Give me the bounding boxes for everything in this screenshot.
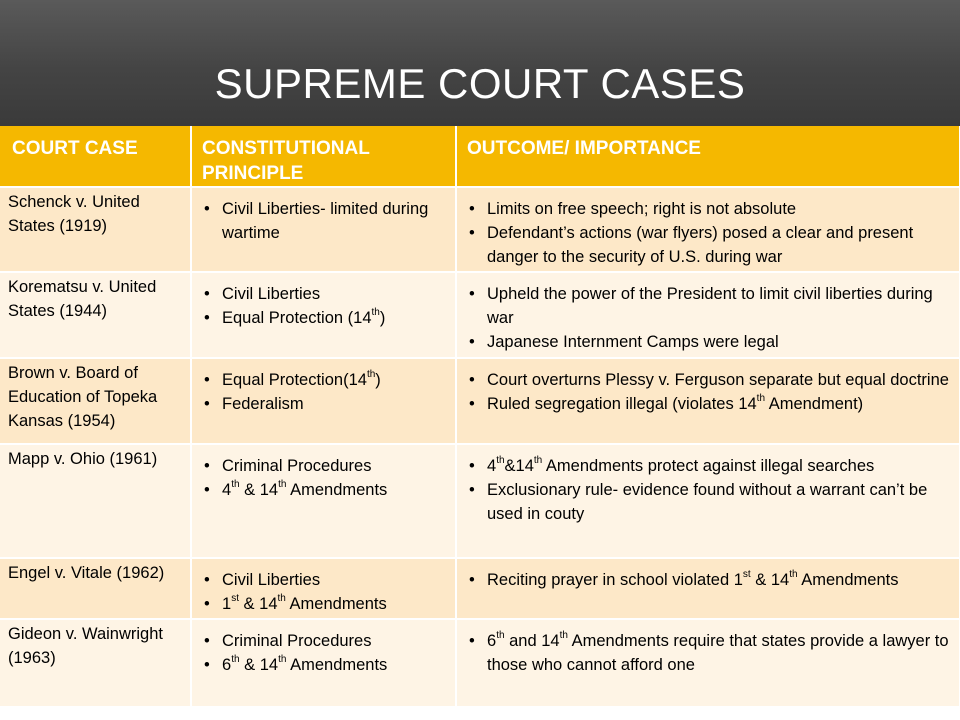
principle-list: Criminal Procedures4th & 14th Amendments	[200, 454, 447, 502]
outcome-list: Limits on free speech; right is not abso…	[465, 197, 951, 269]
table-row: Brown v. Board of Education of Topeka Ka…	[0, 358, 960, 445]
principle-cell: Equal Protection(14th)Federalism	[191, 358, 457, 445]
principle-list: Equal Protection(14th)Federalism	[200, 368, 447, 416]
list-item: 1st & 14th Amendments	[204, 592, 447, 616]
list-item: 6th & 14th Amendments	[204, 653, 447, 677]
principle-cell: Criminal Procedures4th & 14th Amendments	[191, 444, 457, 559]
list-item: Equal Protection (14th)	[204, 306, 447, 330]
court-cases-table: COURT CASE CONSTITUTIONAL PRINCIPLE OUTC…	[0, 126, 960, 708]
header-outcome-importance: OUTCOME/ IMPORTANCE	[456, 126, 960, 188]
outcome-list: Reciting prayer in school violated 1st &…	[465, 568, 951, 592]
outcome-list: Court overturns Plessy v. Ferguson separ…	[465, 368, 951, 416]
principle-list: Civil LibertiesEqual Protection (14th)	[200, 282, 447, 330]
principle-list: Civil Liberties- limited during wartime	[200, 197, 447, 245]
principle-cell: Civil LibertiesEqual Protection (14th)	[191, 272, 457, 359]
header-constitutional-principle: CONSTITUTIONAL PRINCIPLE	[191, 126, 457, 188]
header-court-case: COURT CASE	[0, 126, 192, 188]
principle-cell: Criminal Procedures6th & 14th Amendments	[191, 619, 457, 708]
list-item: Equal Protection(14th)	[204, 368, 447, 392]
principle-cell: Civil Liberties1st & 14th Amendments	[191, 558, 457, 620]
case-cell: Korematsu v. United States (1944)	[0, 272, 192, 359]
table-row: Korematsu v. United States (1944) Civil …	[0, 272, 960, 359]
list-item: Criminal Procedures	[204, 454, 447, 478]
outcome-list: 4th&14th Amendments protect against ille…	[465, 454, 951, 526]
list-item: Criminal Procedures	[204, 629, 447, 653]
table-row: Gideon v. Wainwright (1963) Criminal Pro…	[0, 619, 960, 708]
list-item: Civil Liberties- limited during wartime	[204, 197, 447, 245]
principle-cell: Civil Liberties- limited during wartime	[191, 187, 457, 273]
list-item: Court overturns Plessy v. Ferguson separ…	[469, 368, 951, 392]
slide-title: SUPREME COURT CASES	[214, 60, 746, 107]
case-cell: Gideon v. Wainwright (1963)	[0, 619, 192, 708]
table-row: Engel v. Vitale (1962) Civil Liberties1s…	[0, 558, 960, 620]
outcome-cell: 6th and 14th Amendments require that sta…	[456, 619, 960, 708]
list-item: Japanese Internment Camps were legal	[469, 330, 951, 354]
principle-list: Civil Liberties1st & 14th Amendments	[200, 568, 447, 616]
list-item: Exclusionary rule- evidence found withou…	[469, 478, 951, 526]
case-cell: Brown v. Board of Education of Topeka Ka…	[0, 358, 192, 445]
table-row: Mapp v. Ohio (1961) Criminal Procedures4…	[0, 444, 960, 559]
title-bar: SUPREME COURT CASES	[0, 0, 960, 126]
list-item: 6th and 14th Amendments require that sta…	[469, 629, 951, 677]
case-cell: Mapp v. Ohio (1961)	[0, 444, 192, 559]
list-item: Civil Liberties	[204, 568, 447, 592]
list-item: Limits on free speech; right is not abso…	[469, 197, 951, 221]
outcome-list: Upheld the power of the President to lim…	[465, 282, 951, 354]
list-item: 4th & 14th Amendments	[204, 478, 447, 502]
table-header-row: COURT CASE CONSTITUTIONAL PRINCIPLE OUTC…	[0, 126, 960, 188]
list-item: 4th&14th Amendments protect against ille…	[469, 454, 951, 478]
outcome-cell: Limits on free speech; right is not abso…	[456, 187, 960, 273]
list-item: Ruled segregation illegal (violates 14th…	[469, 392, 951, 416]
case-cell: Schenck v. United States (1919)	[0, 187, 192, 273]
table-row: Schenck v. United States (1919) Civil Li…	[0, 187, 960, 273]
list-item: Upheld the power of the President to lim…	[469, 282, 951, 330]
outcome-cell: 4th&14th Amendments protect against ille…	[456, 444, 960, 559]
outcome-list: 6th and 14th Amendments require that sta…	[465, 629, 951, 677]
principle-list: Criminal Procedures6th & 14th Amendments	[200, 629, 447, 677]
outcome-cell: Court overturns Plessy v. Ferguson separ…	[456, 358, 960, 445]
list-item: Reciting prayer in school violated 1st &…	[469, 568, 951, 592]
table-body: Schenck v. United States (1919) Civil Li…	[0, 187, 960, 708]
outcome-cell: Reciting prayer in school violated 1st &…	[456, 558, 960, 620]
list-item: Civil Liberties	[204, 282, 447, 306]
outcome-cell: Upheld the power of the President to lim…	[456, 272, 960, 359]
case-cell: Engel v. Vitale (1962)	[0, 558, 192, 620]
list-item: Defendant’s actions (war flyers) posed a…	[469, 221, 951, 269]
list-item: Federalism	[204, 392, 447, 416]
